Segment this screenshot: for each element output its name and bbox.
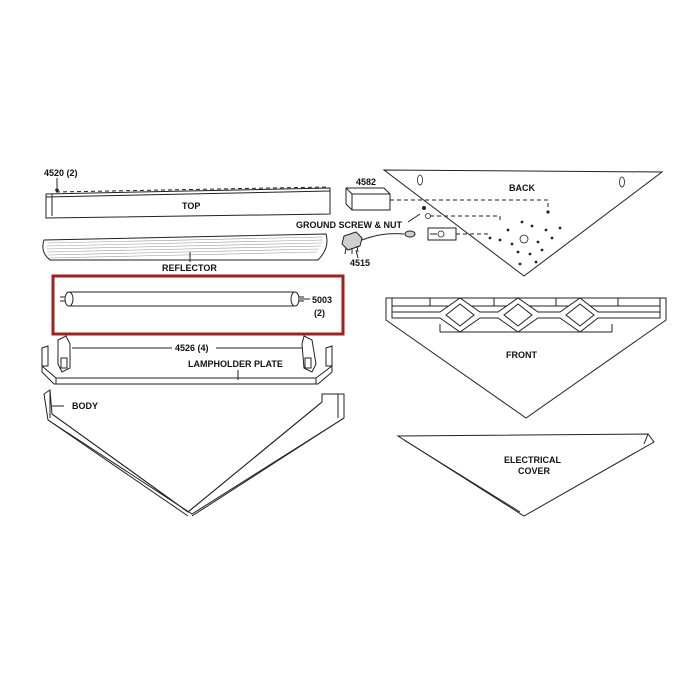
front-plate-part (385, 297, 667, 419)
electrical-cover-label-2: COVER (518, 466, 551, 476)
lamp-highlight-box (51, 274, 345, 336)
reflector-part (42, 233, 328, 261)
leader-4582-to-back (390, 199, 549, 210)
electrical-cover-part (396, 433, 655, 517)
ground-screw-nut (422, 206, 431, 219)
leader-ground-screw-label (407, 213, 421, 223)
back-plate-part (382, 169, 664, 277)
part-4582-label: 4582 (356, 177, 376, 187)
front-label: FRONT (506, 350, 537, 360)
part-4526-label: 4526 (4) (175, 343, 209, 353)
part-4520-label: 4520 (2) (44, 168, 78, 178)
leader-4515 (355, 249, 359, 259)
lamp-tube (60, 291, 304, 307)
top-label: TOP (182, 201, 200, 211)
electrical-cover-label-1: ELECTRICAL (504, 455, 561, 465)
part-4515-label: 4515 (350, 258, 370, 268)
ground-screw-label: GROUND SCREW & NUT (296, 220, 402, 230)
part-5003-qty: (2) (314, 308, 325, 318)
reflector-label: REFLECTOR (162, 263, 217, 273)
body-part (43, 389, 345, 517)
part-4515-connector (341, 227, 457, 255)
lampholder-plate-part (41, 335, 333, 385)
back-label: BACK (509, 183, 535, 193)
part-4582-block (345, 187, 391, 211)
leader-ground-screw (430, 215, 501, 222)
lampholder-plate-label: LAMPHOLDER PLATE (188, 359, 283, 369)
top-part (45, 186, 331, 219)
part-5003-label: 5003 (312, 295, 332, 305)
body-label: BODY (72, 401, 98, 411)
